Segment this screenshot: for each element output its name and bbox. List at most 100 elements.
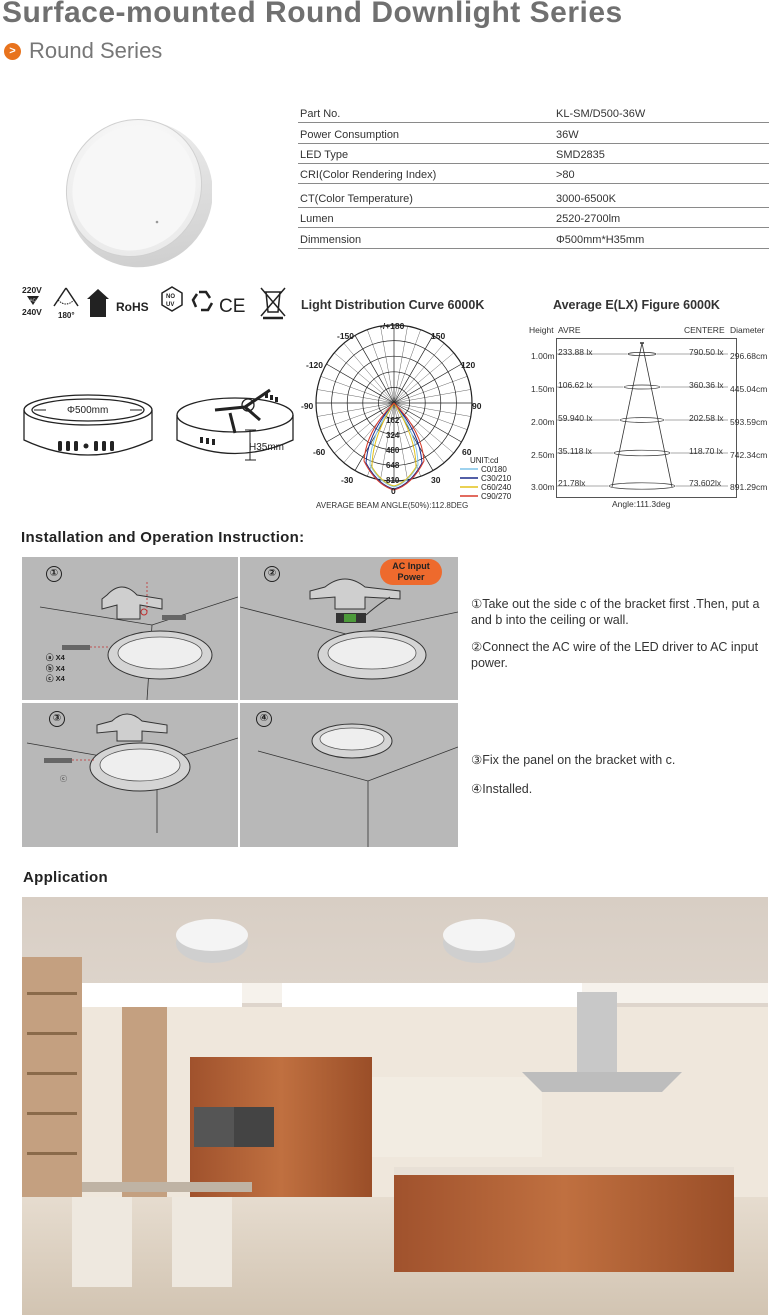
indoor-house-icon [87,289,109,317]
legend-item: C60/240 [481,483,512,492]
install-step-2-panel: ② AC Input Power [240,557,458,700]
elx-title: Average E(LX) Figure 6000K [553,298,720,312]
elx-height: 3.00m [531,482,555,492]
step-number: ① [46,566,62,582]
voltage-icon: 220V AC 240V [22,285,42,317]
part-c-label: ⓒ [46,674,54,683]
spec-row-cri: CRI(Color Rendering Index) >80 [298,164,769,185]
elx-centere: 118.70 lx [689,446,723,456]
ac-input-text: AC Input [392,561,430,571]
series-subtitle: Round Series [29,38,163,63]
ce-icon: CE [219,296,245,317]
elx-avre: 106.62 lx [558,380,593,390]
spec-row-led-type: LED Type SMD2835 [298,144,769,164]
spec-value: Φ500mm*H35mm [556,233,645,246]
spec-value: >80 [556,169,575,182]
spec-row-dimension: Dimmension Φ500mm*H35mm [298,228,769,249]
polar-angle-labels: -/+180 -150 150 -120 120 -90 90 -60 60 -… [301,321,482,496]
spec-label: Power Consumption [300,128,400,141]
voltage-ac: AC [30,298,37,303]
polar-spoke [354,335,395,404]
install-step-4-panel: ④ [240,703,458,847]
rohs-icon: RoHS [116,300,149,314]
voltage-top: 220V [22,285,42,295]
elx-cone [557,342,728,490]
certification-icons: 220V AC 240V 180° RoHS NO UV CE [22,285,286,320]
side-dimension-drawing [176,388,294,461]
installation-diagram-grid: ① ⓐ X4 ⓑ X4 ⓒ X4 ② [22,557,458,847]
angle-label: -150 [337,331,354,341]
radial-label: 480 [386,446,400,455]
angle-label: -60 [313,447,326,457]
spec-label: Part No. [300,108,341,121]
beam-angle-text: AVERAGE BEAM ANGLE(50%):112.8DEG [316,501,468,510]
polar-radial-labels: 162 324 480 648 810 [386,416,400,485]
polar-spoke [334,402,395,454]
step-number: ④ [256,711,272,727]
polar-spoke [334,352,395,404]
radial-label: 810 [386,476,400,485]
install-step-2-text: ②Connect the AC wire of the LED driver t… [471,640,759,670]
polar-spoke [393,335,434,404]
polar-spoke [393,402,408,480]
elx-centere: 202.58 lx [689,413,724,423]
spec-value: 2520-2700lm [556,213,621,226]
legend-unit: UNIT:cd [470,456,498,465]
radial-label: 648 [386,461,400,470]
polar-spoke [393,363,462,404]
spec-value: 3000-6500K [556,193,616,206]
polar-spoke [393,352,454,404]
install-step-1-text: ①Take out the side c of the bracket firs… [471,597,760,627]
elx-diameter: 891.29cm [730,482,768,492]
curve-c90-270 [363,402,425,491]
elx-col-centere: CENTERE [684,325,725,335]
spec-value: SMD2835 [556,148,605,161]
step-1-illustration [39,582,238,700]
part-b-qty: X4 [55,663,65,673]
series-bullet-icon: > [4,43,21,60]
elx-centere: 73.602lx [689,478,722,488]
elx-diameter: 593.59cm [730,417,768,427]
elx-col-diameter: Diameter [730,325,765,335]
step-number: ③ [49,711,65,727]
angle-label: -30 [341,475,354,485]
angle-text: 180° [58,311,75,320]
weee-bin-icon [260,287,286,320]
polar-curves [363,402,425,491]
angle-label: 120 [461,360,475,370]
elx-angle: Angle:111.3deg [612,499,671,509]
angle-label: 60 [462,447,472,457]
polar-spoke [320,402,395,430]
curve-c60-240 [371,402,417,487]
elx-figure-box [556,338,737,498]
polar-chart-title: Light Distribution Curve 6000K [301,298,485,312]
part-c-marker: ⓒ [60,775,67,783]
elx-avre: 21.78lx [558,478,586,488]
elx-height: 1.00m [531,351,555,361]
product-lamp-image [65,118,212,268]
step-number: ② [264,566,280,582]
spec-table: Part No. KL-SM/D500-36W Power Consumptio… [298,103,769,249]
no-uv-icon: NO UV [161,286,183,312]
spec-label: CT(Color Temperature) [300,193,413,206]
radial-label: 324 [386,431,400,440]
recycle-icon [191,290,214,312]
polar-spoke [317,402,395,417]
spec-label: LED Type [300,148,349,161]
angle-label: 150 [431,331,445,341]
spec-row-ct: CT(Color Temperature) 3000-6500K [298,184,769,209]
polar-spoke [380,326,395,404]
polar-spoke [393,326,408,404]
parts-list: ⓐ X4 ⓑ X4 ⓒ X4 [46,653,65,685]
elx-col-avre: AVRE [558,325,581,335]
elx-col-height: Height [529,325,554,335]
install-step-3-panel: ③ ⓒ [22,703,238,847]
curve-c30-210 [365,402,423,490]
step-2-illustration [240,578,458,680]
spec-value: KL-SM/D500-36W [556,108,646,121]
angle-label: -120 [306,360,323,370]
elx-diameter: 296.68cm [730,351,768,361]
polar-spoke [380,402,395,480]
polar-spoke [320,376,395,404]
install-step-1-panel: ① ⓐ X4 ⓑ X4 ⓒ X4 [22,557,238,700]
